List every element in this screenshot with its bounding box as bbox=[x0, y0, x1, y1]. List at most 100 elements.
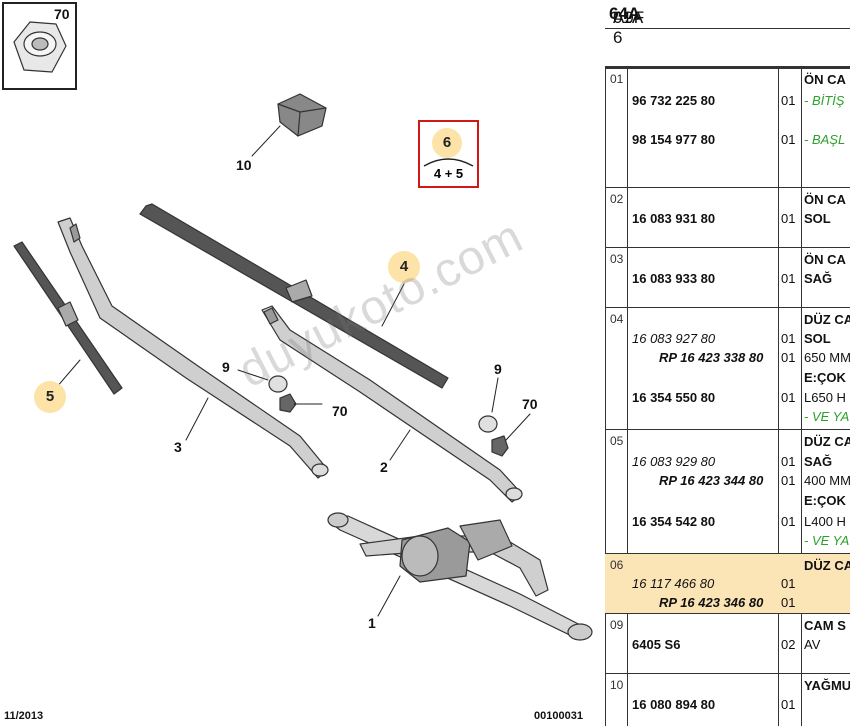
group-number: 02 bbox=[610, 192, 624, 206]
parts-row-04[interactable]: 04 DÜZ CA 16 083 927 80 01 SOL RP 16 423… bbox=[605, 308, 850, 430]
part-number[interactable]: 16 083 927 80 bbox=[632, 331, 716, 346]
divider bbox=[627, 68, 628, 726]
group-number: 01 bbox=[610, 72, 624, 86]
part-label-10: 10 bbox=[236, 157, 252, 173]
part-desc: E:ÇOK bbox=[804, 370, 846, 385]
part-label-9: 9 bbox=[222, 359, 230, 375]
part-note: - BİTİŞ bbox=[804, 93, 845, 108]
wiper-blade-4 bbox=[139, 203, 449, 389]
part-desc: E:ÇOK bbox=[804, 493, 846, 508]
group-heading: DÜZ CA bbox=[804, 434, 850, 449]
title-part-b: 64A bbox=[609, 4, 641, 23]
quantity: 01 bbox=[781, 595, 796, 610]
quantity: 01 bbox=[781, 211, 796, 226]
diagram-drawing bbox=[13, 21, 593, 641]
part-bubble-6: 6 bbox=[432, 128, 462, 158]
cap-icon bbox=[268, 375, 288, 393]
footer-date: 11/2013 bbox=[4, 710, 44, 722]
part-number[interactable]: 16 354 550 80 bbox=[632, 390, 716, 405]
parts-row-09[interactable]: 09 CAM S 6405 S6 02 AV bbox=[605, 614, 850, 674]
part-label-3: 3 bbox=[174, 439, 182, 455]
group-heading: CAM S bbox=[804, 618, 846, 633]
parts-row-03[interactable]: 03 ÖN CA 16 083 933 80 01 SAĞ bbox=[605, 248, 850, 308]
group-heading: ÖN CA bbox=[804, 72, 846, 87]
part-number[interactable]: 16 080 894 80 bbox=[632, 697, 716, 712]
quantity: 01 bbox=[781, 350, 796, 365]
parts-row-10[interactable]: 10 YAĞMU 16 080 894 80 01 bbox=[605, 674, 850, 726]
part-desc: SAĞ bbox=[804, 454, 833, 469]
group-heading: DÜZ CA bbox=[804, 312, 850, 327]
group-number: 09 bbox=[610, 618, 624, 632]
parts-row-01[interactable]: 01 ÖN CA 96 732 225 80 01 - BİTİŞ 98 154… bbox=[605, 68, 850, 188]
parts-row-05[interactable]: 05 DÜZ CA 16 083 929 80 01 SAĞ RP 16 423… bbox=[605, 430, 850, 554]
nut-icon bbox=[13, 21, 67, 73]
part-desc: 650 MM bbox=[804, 350, 850, 365]
group-number: 10 bbox=[610, 678, 624, 692]
part-number[interactable]: 16 354 542 80 bbox=[632, 514, 716, 529]
kit-box-6: 6 4 + 5 bbox=[418, 120, 479, 188]
part-desc: L650 H bbox=[804, 390, 846, 405]
group-heading: ÖN CA bbox=[804, 192, 846, 207]
title-part-a: A9F 6 bbox=[613, 8, 645, 47]
part-note: - VE YA bbox=[804, 533, 850, 548]
group-number: 03 bbox=[610, 252, 624, 266]
group-number: 05 bbox=[610, 434, 624, 448]
rain-sensor-icon bbox=[277, 93, 327, 137]
exploded-diagram: 70 10 9 70 9 70 3 2 1 4 5 6 4 + 5 duyuko… bbox=[2, 2, 593, 722]
divider bbox=[605, 68, 606, 726]
part-desc: 400 MM bbox=[804, 473, 850, 488]
wiper-arm-2 bbox=[261, 305, 523, 503]
quantity: 01 bbox=[781, 132, 796, 147]
part-bubble-5: 5 bbox=[34, 381, 66, 413]
parts-row-06[interactable]: 06 DÜZ CA 16 117 466 80 01 RP 16 423 346… bbox=[605, 554, 850, 614]
part-desc: SOL bbox=[804, 331, 831, 346]
quantity: 01 bbox=[781, 454, 796, 469]
part-label-2: 2 bbox=[380, 459, 388, 475]
parts-row-02[interactable]: 02 ÖN CA 16 083 931 80 01 SOL bbox=[605, 188, 850, 248]
wiper-arm-3 bbox=[57, 217, 329, 479]
quantity: 01 bbox=[781, 576, 796, 591]
part-number[interactable]: 16 083 933 80 bbox=[632, 271, 716, 286]
divider bbox=[801, 68, 802, 726]
part-label-9b: 9 bbox=[494, 361, 502, 377]
panel-header-blank bbox=[605, 28, 850, 69]
wiper-blade-5 bbox=[13, 241, 123, 395]
part-label-1: 1 bbox=[368, 615, 376, 631]
quantity: 02 bbox=[781, 637, 796, 652]
part-label-70-inset: 70 bbox=[54, 6, 70, 22]
part-label-70: 70 bbox=[332, 403, 348, 419]
replacement-part-number[interactable]: RP 16 423 344 80 bbox=[659, 473, 764, 488]
cap-icon bbox=[478, 415, 498, 433]
replacement-part-number[interactable]: RP 16 423 346 80 bbox=[659, 595, 764, 610]
part-number[interactable]: 96 732 225 80 bbox=[632, 93, 716, 108]
part-number[interactable]: 16 083 929 80 bbox=[632, 454, 716, 469]
divider bbox=[778, 68, 779, 726]
part-number[interactable]: 6405 S6 bbox=[632, 637, 681, 652]
brace-icon bbox=[423, 158, 474, 167]
quantity: 01 bbox=[781, 697, 796, 712]
group-heading: YAĞMU bbox=[804, 678, 850, 693]
part-note: - BAŞL bbox=[804, 132, 846, 147]
nut-icon bbox=[491, 435, 509, 457]
part-note: - VE YA bbox=[804, 409, 850, 424]
parts-list-panel: A9F 6 64A 01A 01 ÖN CA 96 732 225 80 01 … bbox=[605, 0, 850, 726]
kit-composition: 4 + 5 bbox=[433, 166, 464, 181]
part-desc: SAĞ bbox=[804, 271, 833, 286]
part-desc: AV bbox=[804, 637, 821, 652]
part-desc: SOL bbox=[804, 211, 831, 226]
quantity: 01 bbox=[781, 390, 796, 405]
quantity: 01 bbox=[781, 331, 796, 346]
wiper-motor-linkage-1 bbox=[327, 512, 593, 641]
nut-inset: 70 bbox=[2, 2, 77, 90]
nut-icon bbox=[279, 393, 297, 413]
group-heading: ÖN CA bbox=[804, 252, 846, 267]
quantity: 01 bbox=[781, 473, 796, 488]
part-bubble-4: 4 bbox=[388, 251, 420, 283]
part-label-70b: 70 bbox=[522, 396, 538, 412]
part-number[interactable]: 98 154 977 80 bbox=[632, 132, 716, 147]
part-number[interactable]: 16 117 466 80 bbox=[632, 576, 715, 591]
panel-title: A9F 6 64A 01A bbox=[605, 0, 850, 47]
quantity: 01 bbox=[781, 93, 796, 108]
replacement-part-number[interactable]: RP 16 423 338 80 bbox=[659, 350, 764, 365]
part-number[interactable]: 16 083 931 80 bbox=[632, 211, 716, 226]
